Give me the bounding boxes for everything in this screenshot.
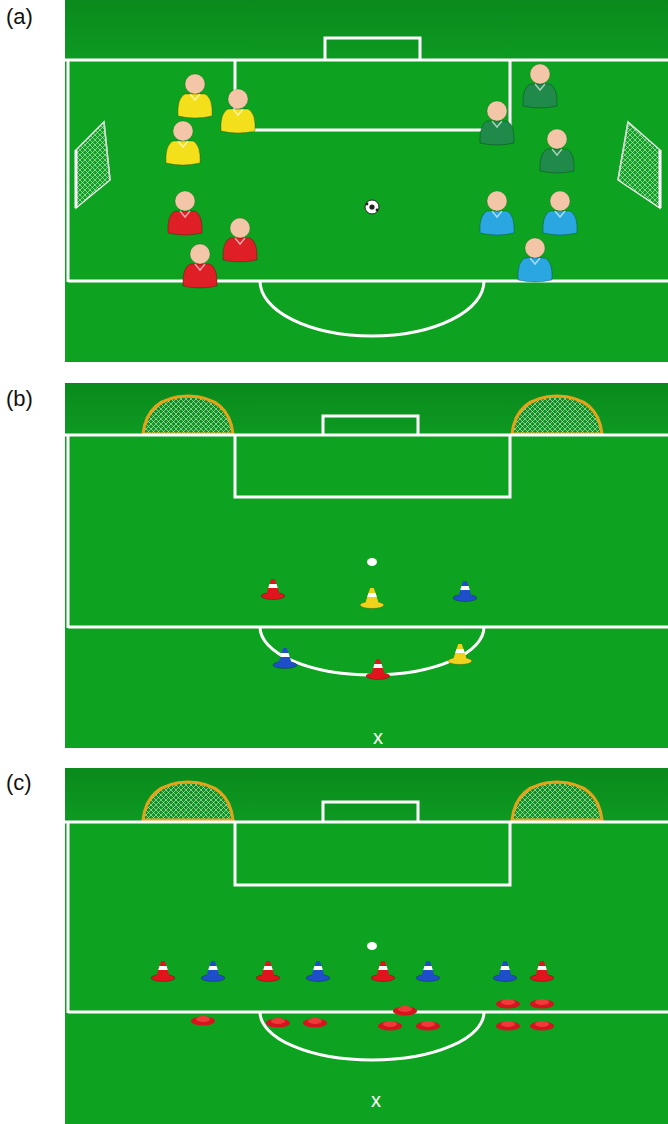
ball: [365, 200, 379, 214]
players: [166, 64, 577, 288]
position-mark: x: [371, 1090, 381, 1110]
panel-b: [65, 383, 668, 748]
panel-letter: (a): [6, 6, 33, 28]
position-mark: x: [373, 727, 383, 747]
disc-markers: [191, 999, 554, 1031]
cones: [151, 961, 554, 982]
panel-letter: (b): [6, 388, 33, 410]
cones: [261, 579, 477, 680]
panel-letter: (c): [6, 772, 32, 794]
panel-a: [65, 0, 668, 362]
panel-c: [65, 768, 668, 1124]
goal: [76, 122, 110, 208]
goal: [618, 122, 660, 208]
